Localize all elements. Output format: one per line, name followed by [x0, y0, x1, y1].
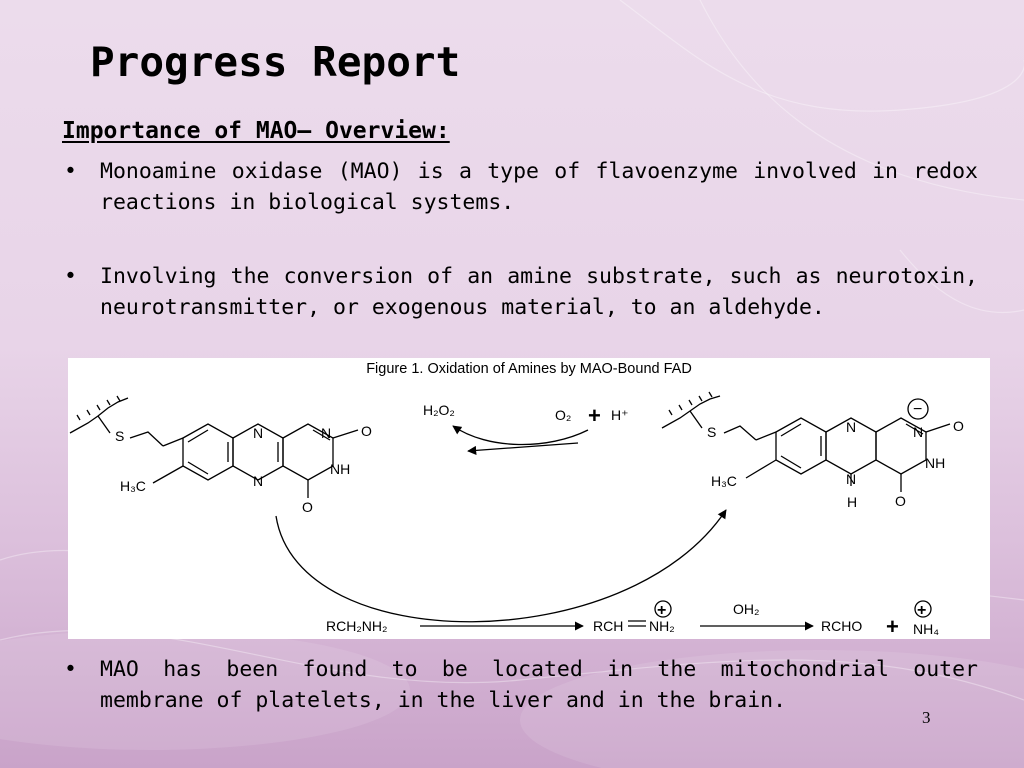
amine-substrate-label: RCH₂NH₂	[326, 618, 387, 634]
sulfur-label: S	[115, 428, 124, 444]
amine-oxidation-equation: RCH₂NH₂ RCH NH₂ + OH₂ RCHO + NH₄ +	[326, 600, 939, 639]
nitrogen-label: N	[253, 473, 263, 489]
h2o2-label: H₂O₂	[423, 402, 455, 418]
nh-label: NH	[330, 461, 350, 477]
nitrogen-label: N	[253, 425, 263, 441]
bullet-marker: •	[64, 264, 77, 289]
oxidation-arrow	[467, 442, 579, 455]
fad-oxidized-structure	[69, 395, 359, 498]
figure-caption: Figure 1. Oxidation of Amines by MAO-Bou…	[366, 361, 692, 377]
oxygen-regeneration: H₂O₂ O₂ + H⁺	[423, 402, 629, 455]
ammonium-label: NH₄	[913, 621, 939, 637]
positive-charge-icon	[654, 600, 672, 618]
bullet-text: Involving the conversion of an amine sub…	[100, 264, 978, 320]
bullet-text: Monoamine oxidase (MAO) is a type of fla…	[100, 159, 978, 215]
hydrogen-label: H	[847, 494, 857, 510]
protein-backbone-line	[69, 397, 129, 434]
nitrogen-label: N	[846, 419, 856, 435]
water-label: OH₂	[733, 601, 759, 617]
double-bond	[628, 620, 646, 627]
fad-oxidized-labels: S H₃C N N N O NH O	[115, 423, 372, 515]
bullet-text: MAO has been found to be located in the …	[100, 657, 978, 713]
fad-reduced-labels: S H₃C N N − O NH N H O	[707, 401, 964, 510]
positive-charge-icon	[914, 600, 932, 618]
nitrogen-label: N	[321, 425, 331, 441]
positive-charge-label: +	[917, 602, 926, 619]
plus-sign: +	[886, 614, 899, 639]
reaction-scheme-diagram: Figure 1. Oxidation of Amines by MAO-Bou…	[69, 361, 964, 639]
nitrogen-label: N	[846, 471, 856, 487]
negative-charge-icon: −	[913, 401, 922, 418]
iminium-label: RCH	[593, 618, 623, 634]
bullet-item: • Involving the conversion of an amine s…	[62, 261, 978, 323]
reduction-arc-arrow	[275, 509, 727, 623]
h-plus-label: H⁺	[611, 407, 629, 423]
bullet-item: • MAO has been found to be located in th…	[62, 654, 978, 716]
fad-reduced-structure	[661, 391, 951, 492]
methyl-label: H₃C	[711, 473, 737, 489]
bullet-marker: •	[64, 657, 77, 682]
oxygen-label: O	[361, 423, 372, 439]
sulfur-label: S	[707, 424, 716, 440]
oxygen-label: O	[302, 499, 313, 515]
page-number: 3	[922, 708, 931, 727]
h2o2-release-arrow	[452, 425, 589, 446]
bullet-item: • Monoamine oxidase (MAO) is a type of f…	[62, 156, 978, 218]
plus-sign: +	[588, 403, 601, 428]
iminium-nitrogen-label: NH₂	[649, 618, 675, 634]
o2-label: O₂	[555, 407, 571, 423]
nh-label: NH	[925, 455, 945, 471]
slide-title: Progress Report	[90, 38, 461, 86]
positive-charge-label: +	[657, 602, 666, 619]
oxygen-label: O	[895, 493, 906, 509]
reaction-figure: Figure 1. Oxidation of Amines by MAO-Bou…	[68, 358, 990, 639]
bullet-marker: •	[64, 159, 77, 184]
oxygen-label: O	[953, 418, 964, 434]
aldehyde-label: RCHO	[821, 618, 862, 634]
nitrogen-label: N	[913, 424, 923, 440]
methyl-label: H₃C	[120, 478, 146, 494]
section-heading: Importance of MAO– Overview:	[62, 118, 450, 144]
